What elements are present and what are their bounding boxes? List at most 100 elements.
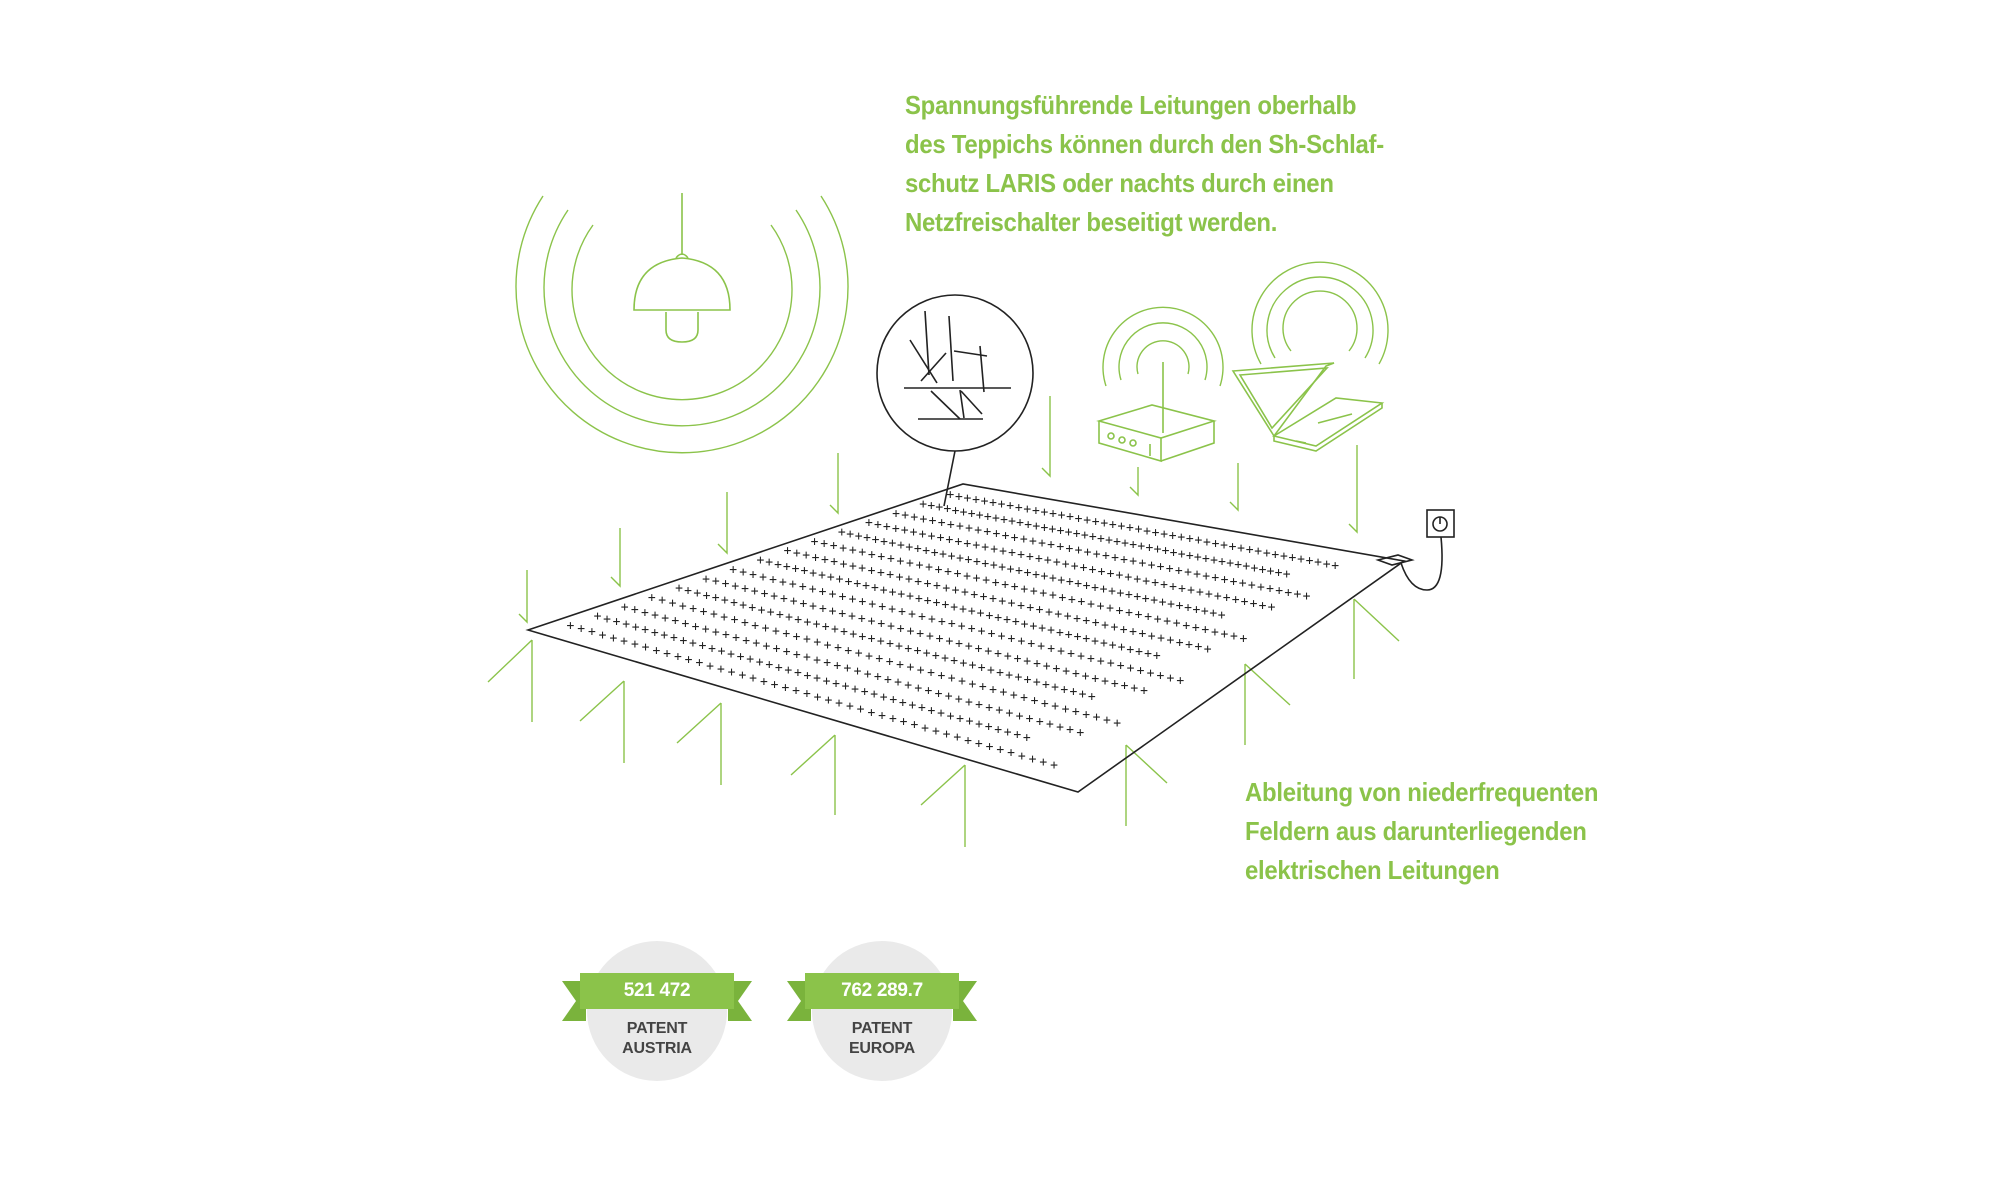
carpet-plus-mark: + <box>779 575 787 590</box>
carpet-plus-mark: + <box>1250 561 1258 576</box>
carpet-plus-mark: + <box>1021 617 1029 632</box>
carpet-plus-mark: + <box>1133 572 1141 587</box>
caption-line: schutz LARIS oder nachts durch einen <box>905 168 1334 198</box>
carpet-plus-mark: + <box>877 566 885 581</box>
carpet-plus-mark: + <box>829 604 837 619</box>
carpet-plus-mark: + <box>1065 627 1073 642</box>
carpet-plus-mark: + <box>906 660 914 675</box>
carpet-plus-mark: + <box>945 533 953 548</box>
carpet-plus-mark: + <box>742 633 750 648</box>
caption-line: Spannungsführende Leitungen oberhalb <box>905 90 1357 120</box>
carpet-plus-mark: + <box>1047 538 1055 553</box>
carpet-plus-mark: + <box>780 592 788 607</box>
carpet-plus-mark: + <box>732 631 740 646</box>
carpet-plus-mark: + <box>830 555 838 570</box>
carpet-plus-mark: + <box>936 632 944 647</box>
carpet-plus-mark: + <box>613 615 621 630</box>
carpet-plus-mark: + <box>1163 614 1171 629</box>
carpet-plus-mark: + <box>823 656 831 671</box>
carpet-plus-mark: + <box>898 604 906 619</box>
carpet-plus-mark: + <box>737 650 745 665</box>
carpet-plus-mark: + <box>943 502 951 517</box>
carpet-plus-mark: + <box>915 591 923 606</box>
carpet-plus-mark: + <box>1248 578 1256 593</box>
carpet-plus-mark: + <box>765 658 773 673</box>
carpet-plus-mark: + <box>1220 538 1228 553</box>
carpet-plus-mark: + <box>858 595 866 610</box>
carpet-plus-mark: + <box>820 537 828 552</box>
carpet-plus-mark: + <box>919 497 927 512</box>
carpet-plus-mark: + <box>858 612 866 627</box>
carpet-plus-mark: + <box>834 641 842 656</box>
carpet-plus-mark: + <box>1113 716 1121 731</box>
carpet-plus-mark: + <box>924 684 932 699</box>
carpet-plus-mark: + <box>858 545 866 560</box>
carpet-plus-mark: + <box>865 649 873 664</box>
carpet-plus-mark: + <box>1107 656 1115 671</box>
carpet-plus-mark: + <box>1133 590 1141 605</box>
carpet-plus-mark: + <box>914 644 922 659</box>
carpet-plus-mark: + <box>748 600 756 615</box>
carpet-plus-mark: + <box>1016 709 1024 724</box>
carpet-plus-mark: + <box>886 655 894 670</box>
carpet-plus-mark: + <box>1160 578 1168 593</box>
carpet-plus-mark: + <box>989 496 997 511</box>
patent-number: 762 289.7 <box>805 973 959 1009</box>
carpet-plus-mark: + <box>1125 605 1133 620</box>
carpet-plus-mark: + <box>717 662 725 677</box>
carpet-plus-mark: + <box>935 562 943 577</box>
carpet-plus-mark: + <box>1138 627 1146 642</box>
carpet-plus-mark: + <box>1263 546 1271 561</box>
carpet-plus-mark: + <box>1098 565 1106 580</box>
carpet-plus-mark: + <box>813 653 821 668</box>
carpet-plus-mark: + <box>1026 550 1034 565</box>
carpet-plus-mark: + <box>868 597 876 612</box>
carpet-plus-mark: + <box>1115 568 1123 583</box>
carpet-plus-mark: + <box>1023 654 1031 669</box>
carpet-plus-mark: + <box>792 684 800 699</box>
carpet-plus-mark: + <box>1229 540 1237 555</box>
carpet-plus-mark: + <box>972 538 980 553</box>
carpet-plus-mark: + <box>1036 603 1044 618</box>
carpet-plus-mark: + <box>1226 556 1234 571</box>
carpet-plus-mark: + <box>1007 562 1015 577</box>
carpet-plus-mark: + <box>919 512 927 527</box>
carpet-plus-mark: + <box>947 709 955 724</box>
carpet-plus-mark: + <box>851 682 859 697</box>
carpet-plus-mark: + <box>880 583 888 598</box>
carpet-plus-mark: + <box>1306 554 1314 569</box>
carpet-plus-mark: + <box>1002 528 1010 543</box>
carpet-plus-mark: + <box>1275 566 1283 581</box>
carpet-plus-mark: + <box>1129 625 1137 640</box>
carpet-plus-mark: + <box>588 625 596 640</box>
carpet-plus-mark: + <box>803 687 811 702</box>
carpet-plus-mark: + <box>783 560 791 575</box>
carpet-plus-mark: + <box>1166 671 1174 686</box>
caption-wiring-below: Ableitung von niederfrequenten Feldern a… <box>1245 773 1598 890</box>
carpet-plus-mark: + <box>833 659 841 674</box>
carpet-plus-mark: + <box>980 590 988 605</box>
carpet-plus-mark: + <box>738 668 746 683</box>
carpet-plus-mark: + <box>1111 676 1119 691</box>
carpet-plus-mark: + <box>939 547 947 562</box>
carpet-plus-mark: + <box>1064 609 1072 624</box>
carpet-plus-mark: + <box>871 581 879 596</box>
carpet-plus-mark: + <box>945 634 953 649</box>
carpet-plus-mark: + <box>1091 580 1099 595</box>
carpet-plus-mark: + <box>923 646 931 661</box>
carpet-plus-mark: + <box>1284 585 1292 600</box>
carpet-plus-mark: + <box>663 646 671 661</box>
carpet-plus-mark: + <box>1323 557 1331 572</box>
carpet-plus-mark: + <box>965 521 973 536</box>
carpet-plus-mark: + <box>751 618 759 633</box>
carpet-plus-mark: + <box>981 556 989 571</box>
carpet-plus-mark: + <box>1101 618 1109 633</box>
carpet-plus-mark: + <box>1016 516 1024 531</box>
carpet-plus-mark: + <box>1109 638 1117 653</box>
carpet-plus-mark: + <box>1040 569 1048 584</box>
carpet-plus-mark: + <box>1084 545 1092 560</box>
carpet-plus-mark: + <box>794 666 802 681</box>
carpet-plus-mark: + <box>927 703 935 718</box>
carpet-plus-mark: + <box>1145 541 1153 556</box>
carpet-plus-mark: + <box>1283 567 1291 582</box>
